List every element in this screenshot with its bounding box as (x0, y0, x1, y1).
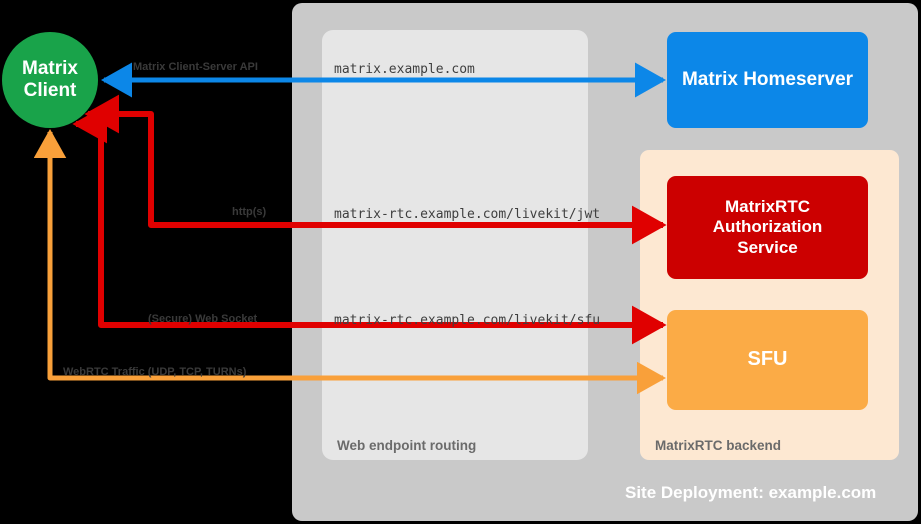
endpoint-label-matrix-example-com: matrix.example.com (334, 62, 475, 77)
node-sfu[interactable] (667, 310, 868, 410)
deploy-label-text: Site Deployment: example.com (625, 483, 877, 502)
node-matrix-homeserver[interactable] (667, 32, 868, 128)
edge-label-text: http(s) (232, 206, 267, 218)
endpoint-text: matrix-rtc.example.com/livekit/jwt (334, 207, 601, 222)
node-matrixrtc-authorization-service[interactable] (667, 176, 868, 279)
edge-label-text: Matrix Client-Server API (133, 61, 258, 73)
group-label-site-deployment: Site Deployment: example.com (625, 483, 876, 503)
node-matrix-client[interactable] (2, 32, 98, 128)
group-label-text: Web endpoint routing (337, 438, 477, 453)
endpoint-text: matrix.example.com (334, 62, 475, 77)
edge-label-secure-websocket: (Secure) Web Socket (148, 313, 257, 325)
edge-label-matrix-client-server-api: Matrix Client-Server API (133, 61, 258, 73)
group-label-web-endpoint-routing: Web endpoint routing (337, 438, 476, 453)
edge-label-https: http(s) (232, 206, 266, 218)
group-web-endpoint-routing (322, 30, 588, 460)
endpoint-label-livekit-jwt: matrix-rtc.example.com/livekit/jwt (334, 207, 600, 222)
edge-label-webrtc-traffic: WebRTC Traffic (UDP, TCP, TURNs) (63, 366, 246, 378)
endpoint-text: matrix-rtc.example.com/livekit/sfu (334, 313, 601, 328)
group-label-text: MatrixRTC backend (655, 438, 782, 453)
endpoint-label-livekit-sfu: matrix-rtc.example.com/livekit/sfu (334, 313, 600, 328)
edge-label-text: WebRTC Traffic (UDP, TCP, TURNs) (63, 366, 247, 378)
edge-label-text: (Secure) Web Socket (148, 313, 258, 325)
group-label-matrixrtc-backend: MatrixRTC backend (655, 438, 781, 453)
edge-webrtc-traffic (33, 128, 667, 395)
